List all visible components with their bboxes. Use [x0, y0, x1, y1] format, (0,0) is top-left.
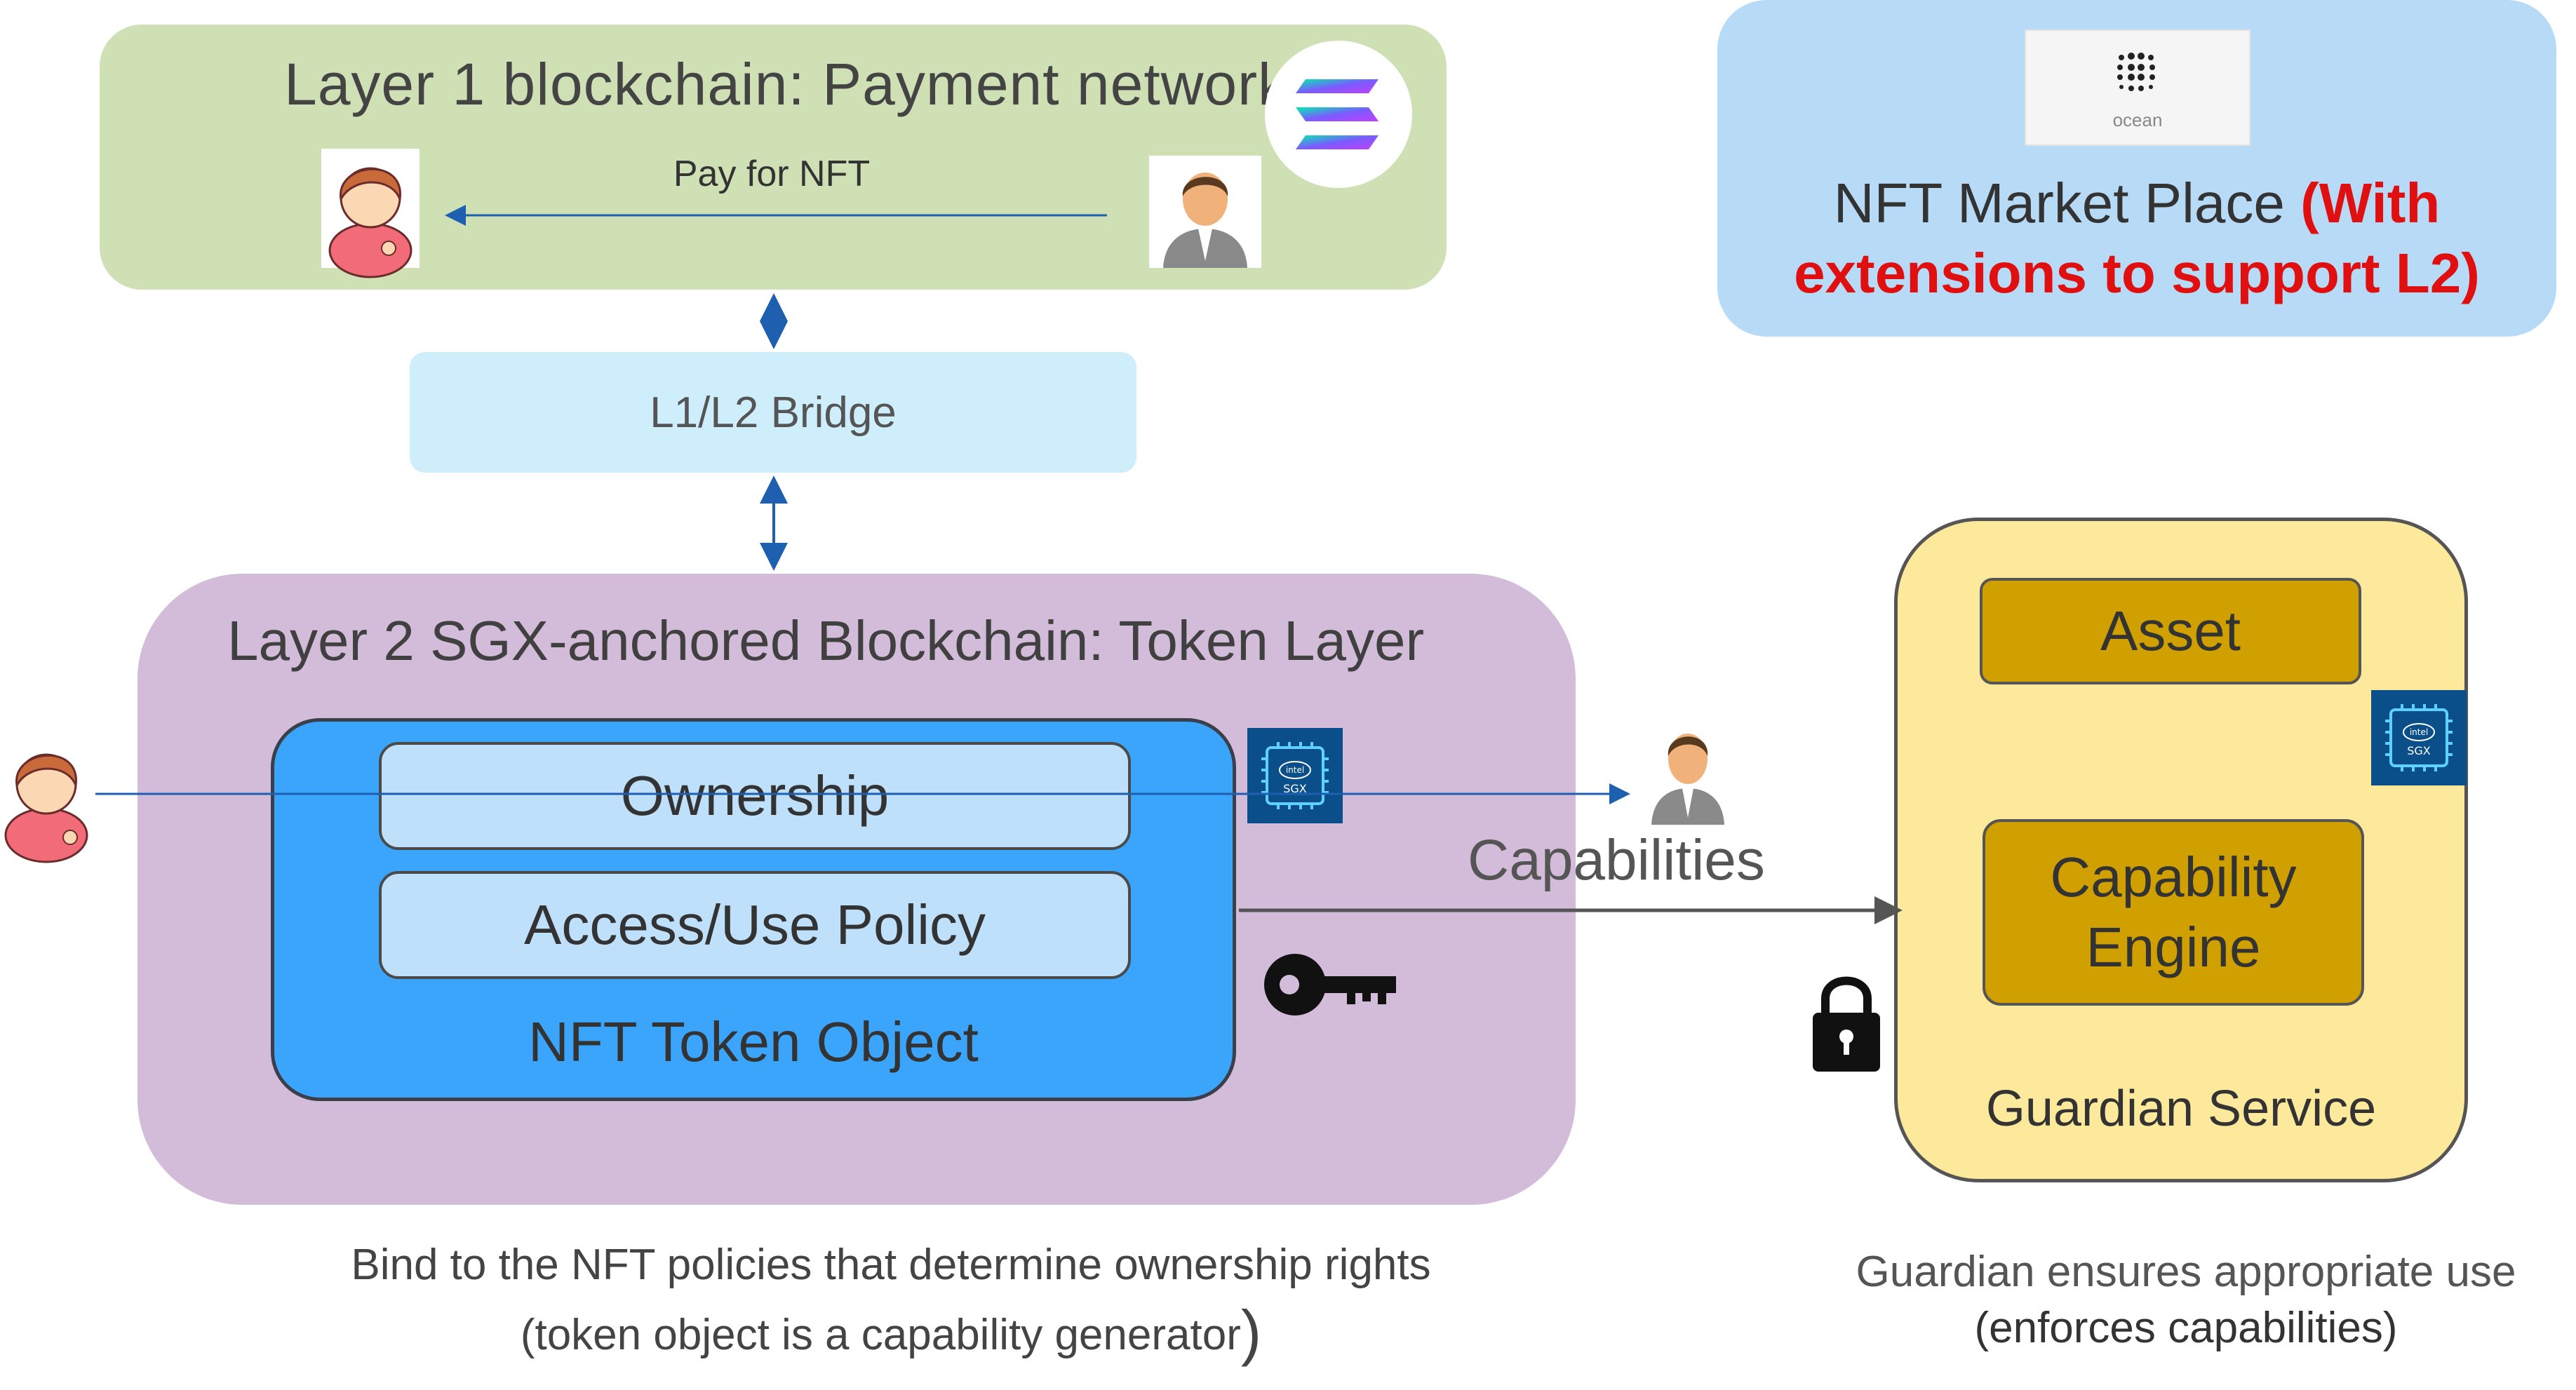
- market-title-extensions: (With extensions to support L2): [1794, 172, 2480, 304]
- recipient-person-icon: [1651, 734, 1724, 825]
- layer1-title: Layer 1 blockchain: Payment network: [284, 51, 1289, 117]
- left-caption-paren: ): [1240, 1297, 1262, 1367]
- solana-logo: [1265, 41, 1412, 188]
- left-caption: Bind to the NFT policies that determine …: [210, 1232, 1571, 1369]
- sender-person-icon: [4, 753, 88, 863]
- sgx-brand-text: intel: [1286, 765, 1304, 775]
- ocean-logo-label: ocean: [2112, 109, 2163, 130]
- access-use-policy-box: Access/Use Policy: [379, 871, 1131, 979]
- left-caption-line2: (token object is a capability generator): [210, 1299, 1571, 1369]
- right-caption-line1: Guardian ensures appropriate use: [1856, 1248, 2516, 1296]
- key-icon: [1264, 954, 1396, 1015]
- lock-icon: [1813, 976, 1880, 1072]
- sgx-label-text: SGX: [2407, 744, 2431, 757]
- ocean-logo: ocean: [2025, 29, 2250, 146]
- left-caption-line2-text: (token object is a capability generator: [520, 1311, 1241, 1359]
- capabilities-label: Capabilities: [1468, 828, 1765, 892]
- nft-market-place-title: NFT Market Place (With extensions to sup…: [1717, 168, 2556, 309]
- buyer-person-icon: [321, 149, 420, 278]
- pay-for-nft-label: Pay for NFT: [673, 154, 871, 194]
- right-caption-line2: (enforces capabilities): [1974, 1304, 2398, 1352]
- right-caption: Guardian ensures appropriate use (enforc…: [1796, 1244, 2576, 1356]
- capability-engine-box: Capability Engine: [1983, 819, 2364, 1006]
- sgx-chip-icon: intel SGX: [1247, 728, 1343, 823]
- solana-icon: [1296, 79, 1378, 149]
- sgx-brand-text: intel: [2410, 727, 2428, 737]
- market-title-plain: NFT Market Place: [1833, 172, 2301, 234]
- nft-token-object-label: NFT Token Object: [528, 1011, 979, 1073]
- seller-person-icon: [1149, 156, 1261, 268]
- l1-l2-bridge: L1/L2 Bridge: [410, 352, 1136, 473]
- ocean-dots-icon: [2117, 53, 2155, 91]
- sgx-chip-icon: intel SGX: [2371, 690, 2467, 785]
- sgx-label-text: SGX: [1283, 782, 1307, 795]
- asset-box: Asset: [1980, 578, 2361, 684]
- left-caption-line1: Bind to the NFT policies that determine …: [351, 1241, 1431, 1289]
- ownership-box: Ownership: [379, 742, 1131, 850]
- guardian-service-label: Guardian Service: [1985, 1081, 2377, 1137]
- layer2-title: Layer 2 SGX-anchored Blockchain: Token L…: [227, 609, 1425, 672]
